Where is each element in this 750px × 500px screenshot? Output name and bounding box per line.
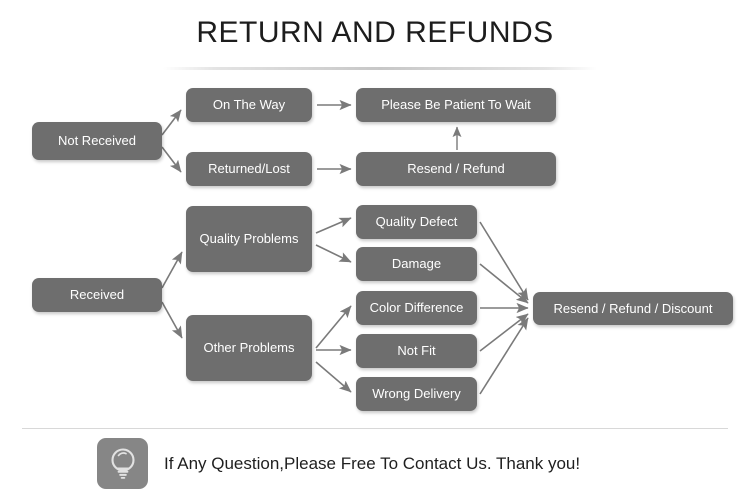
footer: If Any Question,Please Free To Contact U… [97,438,580,489]
node-returned-lost[interactable]: Returned/Lost [186,152,312,186]
node-resend-refund-discount[interactable]: Resend / Refund / Discount [533,292,733,325]
node-damage[interactable]: Damage [356,247,477,281]
node-not-received[interactable]: Not Received [32,122,162,160]
lightbulb-icon [97,438,148,489]
node-wrong-delivery[interactable]: Wrong Delivery [356,377,477,411]
node-quality-defect[interactable]: Quality Defect [356,205,477,239]
footer-text: If Any Question,Please Free To Contact U… [164,453,581,473]
page-title: RETURN AND REFUNDS [196,16,554,49]
node-please-be-patient-to-wait[interactable]: Please Be Patient To Wait [356,88,556,122]
node-received[interactable]: Received [32,278,162,312]
title-divider [163,67,597,70]
node-color-difference[interactable]: Color Difference [356,291,477,325]
node-other-problems[interactable]: Other Problems [186,315,312,381]
node-quality-problems[interactable]: Quality Problems [186,206,312,272]
footer-divider [22,428,728,429]
node-not-fit[interactable]: Not Fit [356,334,477,368]
node-on-the-way[interactable]: On The Way [186,88,312,122]
node-resend-refund[interactable]: Resend / Refund [356,152,556,186]
